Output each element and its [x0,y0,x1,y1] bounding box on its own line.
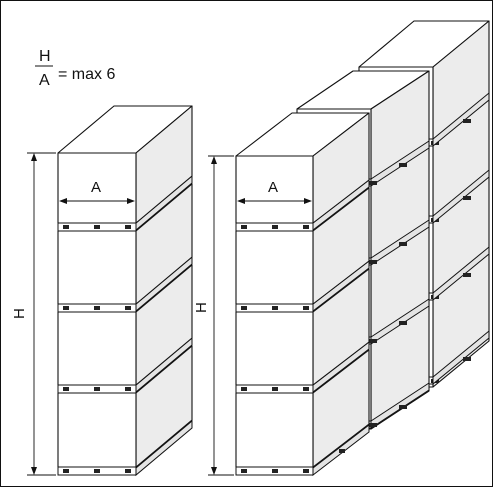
single-stack-height-dimension: H [11,152,56,476]
formula-numerator: H [39,48,51,65]
formula-relation: = max 6 [58,66,115,83]
ratio-formula: H A = max 6 [35,48,115,89]
multi-stack-front-column: A H [193,112,370,477]
formula-denominator: A [39,72,50,89]
single-stack-box-4 [57,345,193,468]
front-column-box-2 [235,187,370,305]
single-stack-box-3 [57,264,193,386]
single-stack: A H [11,105,193,477]
single-stack-width-label: A [91,179,101,196]
front-column-box-4 [235,349,370,468]
front-column-box-3 [235,268,370,386]
single-stack-height-label: H [11,308,28,319]
multi-stack-width-label: A [268,179,278,196]
single-stack-box-2 [57,183,193,305]
single-stack-width-dimension: A [59,179,135,204]
multi-stack-width-dimension: A [237,179,312,204]
front-column-box-1 [235,112,370,224]
multi-stack-height-dimension: H [193,155,234,476]
front-column-pallet-4 [235,423,370,477]
multi-stack-height-label: H [193,302,210,313]
single-stack-pallet-4 [57,419,193,477]
single-stack-box-1 [57,105,193,224]
